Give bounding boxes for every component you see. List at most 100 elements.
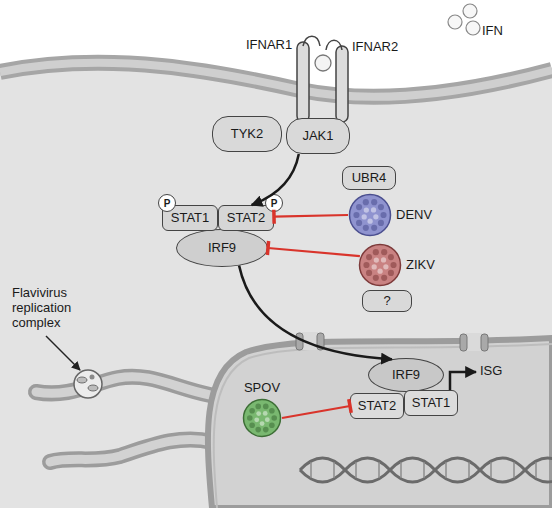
node-text: STAT1 — [412, 396, 451, 410]
kinase-box: JAK1 — [286, 118, 350, 154]
envelope-protein — [381, 275, 387, 281]
envelope-protein — [249, 408, 255, 414]
virus-capsid — [244, 400, 281, 437]
virus-capsid — [360, 245, 401, 286]
node-text: STAT2 — [358, 399, 397, 413]
envelope-protein — [356, 220, 362, 226]
translocation-arrow — [239, 266, 392, 360]
envelope-protein — [263, 404, 269, 410]
inhibition-line — [268, 248, 360, 256]
replication-protein — [77, 377, 87, 383]
receptor-loop — [303, 36, 320, 46]
inhibition-line — [282, 406, 350, 418]
node-text: ? — [383, 294, 390, 308]
envelope-protein — [390, 262, 396, 268]
envelope-protein — [362, 214, 367, 219]
virus-capsid — [350, 195, 391, 236]
node-text: SPOV — [244, 381, 280, 395]
envelope-protein — [254, 417, 259, 422]
envelope-protein — [271, 415, 277, 421]
nuclear-pore — [296, 333, 303, 350]
node-text: TYK2 — [231, 127, 264, 141]
virus-particle: ZIKV — [358, 243, 402, 287]
envelope-protein — [265, 417, 270, 422]
node-text: UBR4 — [352, 171, 387, 185]
dna-strand — [300, 458, 552, 482]
envelope-protein — [381, 257, 386, 262]
envelope-protein — [366, 254, 372, 260]
envelope-protein — [363, 262, 369, 268]
receptor-label: IFNAR1 — [246, 38, 292, 53]
virus-particle: DENV — [348, 193, 392, 237]
envelope-protein — [367, 219, 372, 224]
node-text: DENV — [396, 208, 432, 222]
envelope-protein — [378, 204, 384, 210]
replication-complex — [74, 370, 102, 398]
envelope-protein — [263, 411, 268, 416]
virus-outline — [358, 243, 402, 287]
endoplasmic-reticulum — [50, 439, 212, 462]
leader-arrow — [46, 336, 80, 370]
er-lumen — [50, 439, 212, 462]
protein-box: STAT2 — [218, 205, 274, 231]
node-text: IRF9 — [392, 368, 420, 382]
envelope-protein — [247, 415, 253, 421]
host-factor-box: UBR4 — [342, 166, 396, 190]
ifn-molecule — [463, 4, 477, 18]
phosphate-circle: P — [265, 194, 283, 212]
unknown-factor-box: ? — [362, 290, 412, 312]
envelope-protein — [383, 264, 388, 269]
nuclear-pore — [460, 334, 467, 351]
envelope-protein — [255, 427, 261, 433]
envelope-protein — [356, 204, 362, 210]
inhibition-line — [274, 215, 348, 217]
envelope-protein — [388, 270, 394, 276]
replication-protein — [90, 375, 95, 380]
envelope-protein — [363, 225, 369, 231]
nuclear-pore — [481, 334, 488, 351]
envelope-protein — [388, 254, 394, 260]
node-text: P — [164, 198, 171, 209]
envelope-protein — [380, 212, 386, 218]
activation-arrow — [252, 154, 299, 205]
node-text: STAT2 — [227, 211, 266, 225]
phosphate-circle: P — [158, 194, 176, 212]
envelope-protein — [366, 270, 372, 276]
ifn-molecule — [448, 15, 462, 29]
protein-ellipse: IRF9 — [176, 229, 268, 267]
envelope-protein — [381, 249, 387, 255]
envelope-protein — [255, 404, 261, 410]
envelope-protein — [249, 422, 255, 428]
envelope-protein — [371, 207, 376, 212]
envelope-protein — [269, 422, 275, 428]
envelope-protein — [256, 411, 261, 416]
envelope-protein — [269, 408, 275, 414]
node-text: IRF9 — [208, 241, 236, 255]
receptor-loop — [326, 40, 342, 50]
ligand-label: IFN — [482, 24, 503, 39]
envelope-protein — [373, 214, 378, 219]
envelope-protein — [363, 199, 369, 205]
virus-outline — [348, 193, 392, 237]
plasma-membrane — [0, 63, 552, 97]
protein-box: STAT1 — [404, 390, 458, 416]
virus-outline — [242, 398, 282, 438]
envelope-protein — [353, 212, 359, 218]
receptor-chain — [297, 42, 309, 122]
node-text: JAK1 — [302, 129, 333, 143]
virus-particle: SPOV — [242, 398, 282, 438]
membrane-core — [0, 63, 552, 97]
structure-label: Flavivirus replication complex — [12, 286, 96, 331]
nuclear-pore — [317, 333, 324, 350]
envelope-protein — [260, 421, 265, 426]
envelope-protein — [371, 225, 377, 231]
node-text: P — [271, 198, 278, 209]
envelope-protein — [374, 257, 379, 262]
ifn-molecule — [466, 21, 480, 35]
kinase-box: TYK2 — [212, 116, 282, 152]
